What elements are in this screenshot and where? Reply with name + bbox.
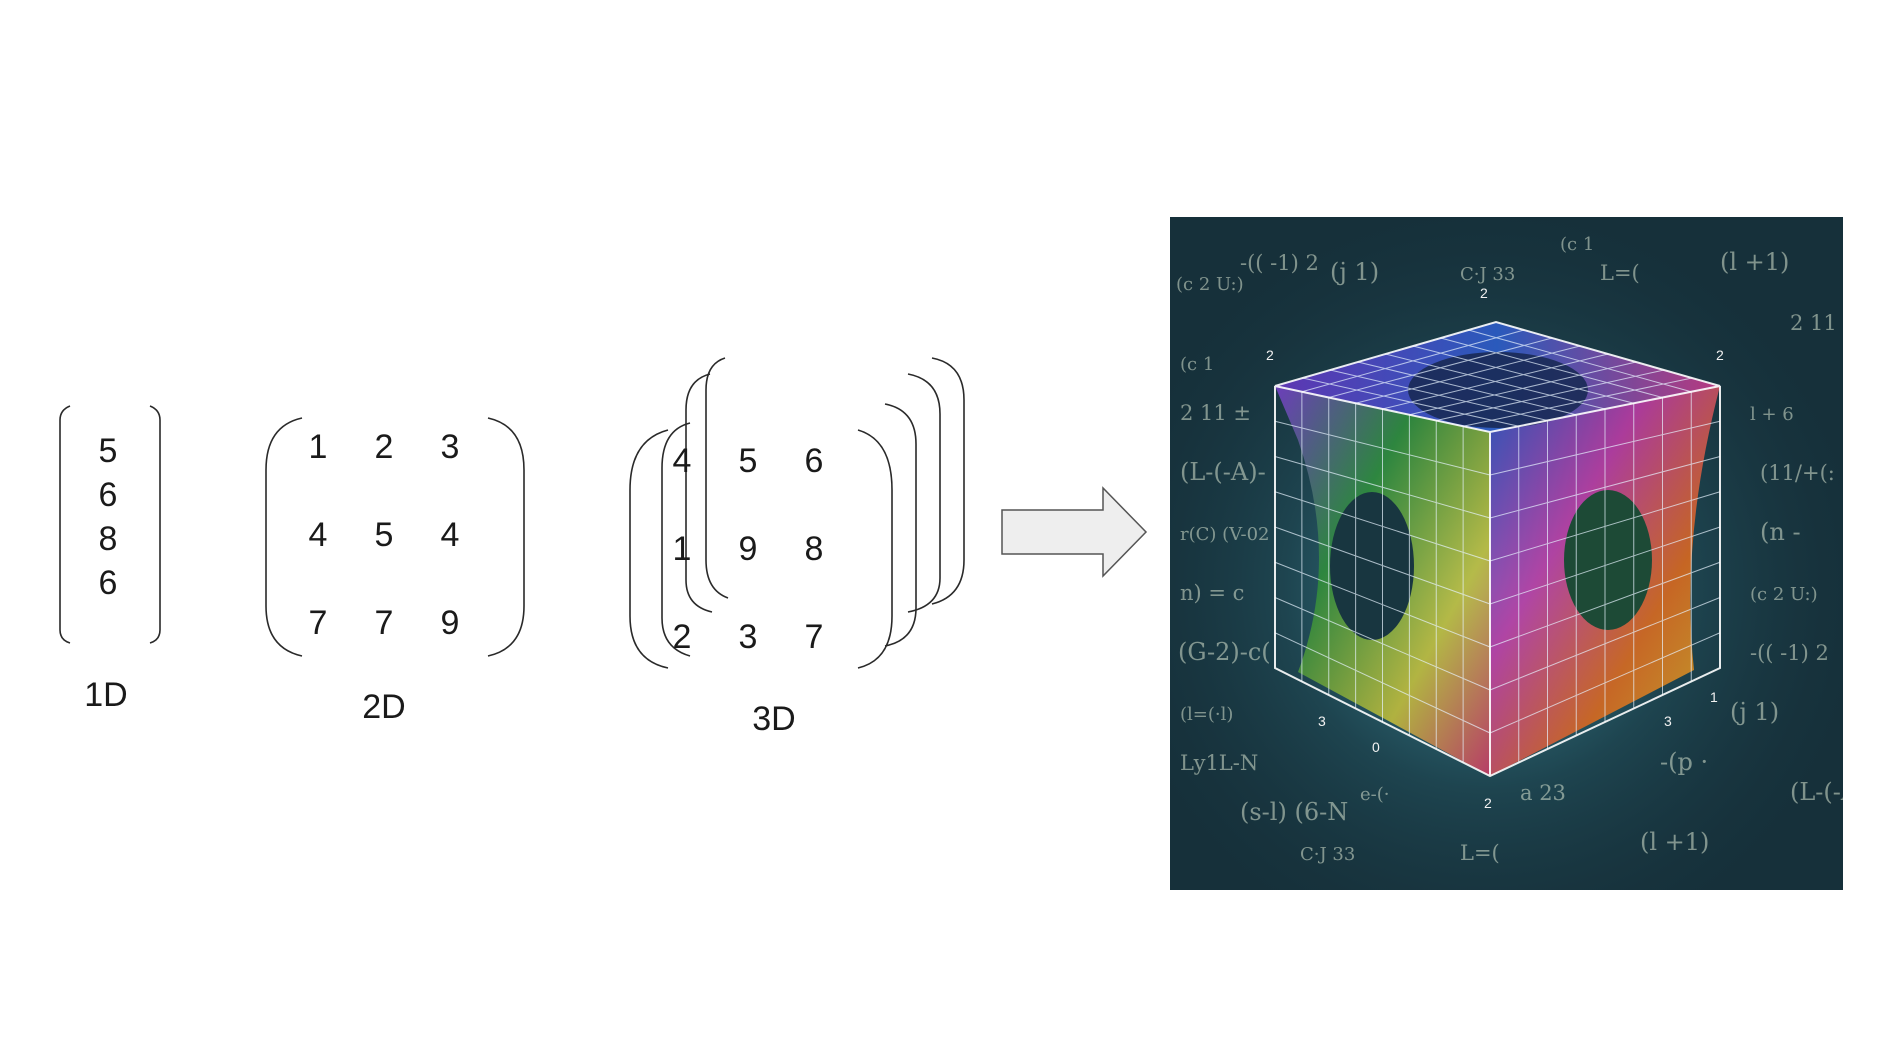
formula-text: (G-2)-c( (1178, 638, 1271, 666)
formula-text: -(( -1) 2 (1240, 251, 1319, 275)
formula-text: (l=(·l) (1180, 704, 1233, 725)
formula-text: -(p · (1660, 748, 1708, 776)
formula-text: (j 1) (1730, 698, 1779, 726)
formula-text: (L-(-A)- (1180, 458, 1266, 486)
right-bracket (487, 417, 525, 657)
tensor-cell: 5 (739, 442, 758, 480)
rainbow-cube-icon (1274, 320, 1721, 778)
tensor-cell: 6 (805, 442, 824, 480)
cube-axis-label: 1 (1710, 689, 1718, 705)
formula-text: (s-l) (6-N (1240, 798, 1348, 826)
vector-value: 5 (99, 432, 118, 470)
formula-text: 2 11 ± (1790, 311, 1861, 335)
formula-text: Ly1L-N (1180, 751, 1258, 775)
formula-text: (L-(-A)- (1790, 778, 1876, 806)
formula-text: (l +1) (1720, 248, 1789, 276)
tensor-cell: 9 (739, 530, 758, 568)
matrix-cell: 2 (375, 428, 394, 466)
third-layer-left-bracket (661, 422, 691, 657)
formula-text: (11/+(: (1760, 461, 1835, 485)
vector-value: 6 (99, 476, 118, 514)
matrix-cell: 9 (441, 604, 460, 642)
formula-text: (c 1 (1180, 354, 1214, 375)
cube-axis-label: 2 (1716, 347, 1724, 363)
matrix-cell: 4 (309, 516, 328, 554)
formula-text: (j 1) (1330, 258, 1379, 286)
formula-text: C·J 33 (1300, 844, 1355, 865)
formula-text: -(( -1) 2 (1750, 641, 1829, 665)
left-bracket (265, 417, 303, 657)
tensor-cell: 2 (673, 618, 692, 656)
formula-text: l + 6 (1750, 404, 1794, 425)
formula-text: (n - (1760, 518, 1801, 546)
matrix-cell: 4 (441, 516, 460, 554)
vector-value: 8 (99, 520, 118, 558)
formula-text: L=( (1600, 261, 1640, 285)
tensor-3d: 4 5 6 1 9 8 2 3 7 3D (629, 357, 965, 738)
cube-axis-label: 2 (1480, 285, 1488, 301)
matrix-cell: 7 (309, 604, 328, 642)
left-bracket (59, 405, 71, 644)
label-3d: 3D (752, 700, 795, 738)
middle-layer-right-bracket (907, 373, 941, 613)
matrix-cell: 7 (375, 604, 394, 642)
formula-text: 2 11 ± (1180, 401, 1251, 425)
cube-axis-label: 0 (1372, 739, 1380, 755)
front-layer-right-bracket (857, 429, 893, 669)
cube-axis-labels: 2 2 2 3 3 0 2 1 (1266, 285, 1724, 811)
formula-text: (c 2 U:) (1750, 584, 1818, 605)
middle-layer-left-bracket (685, 373, 713, 613)
right-bracket (149, 405, 161, 644)
cube-axis-label: 3 (1318, 713, 1326, 729)
tensor-cell: 8 (805, 530, 824, 568)
cube-axis-label: 3 (1664, 713, 1672, 729)
front-layer-left-bracket (629, 429, 669, 669)
formula-text: C·J 33 (1460, 264, 1515, 285)
formula-text: n) = c (1180, 581, 1244, 605)
matrix-cell: 3 (441, 428, 460, 466)
cube-axis-label: 2 (1266, 347, 1274, 363)
formula-text: L=( (1460, 841, 1500, 865)
formula-text: r(C) (V-02 (1180, 524, 1270, 545)
formula-text: a 23 (1520, 781, 1566, 805)
vector-1d: 5 6 8 6 1D (59, 405, 161, 714)
right-arrow-icon (1001, 486, 1148, 578)
formula-text: (l +1) (1640, 828, 1709, 856)
vector-value: 6 (99, 564, 118, 602)
matrix-2d: 1 2 3 4 5 4 7 7 9 2D (265, 417, 525, 726)
label-1d: 1D (84, 676, 127, 714)
third-layer-right-bracket (884, 403, 917, 647)
tensor-cell: 4 (673, 442, 692, 480)
back-layer-right-bracket (931, 357, 965, 605)
formula-text: (c 1 (1560, 234, 1594, 255)
back-layer-left-bracket (705, 357, 729, 599)
tensor-cell: 3 (739, 618, 758, 656)
cube-axis-label: 2 (1484, 795, 1492, 811)
tensor-cell: 7 (805, 618, 824, 656)
matrix-cell: 5 (375, 516, 394, 554)
label-2d: 2D (362, 688, 405, 726)
matrix-cell: 1 (309, 428, 328, 466)
tensor-cell: 1 (673, 530, 692, 568)
formula-text: e-(· (1360, 784, 1389, 805)
formula-text: (c 2 U:) (1176, 274, 1244, 295)
